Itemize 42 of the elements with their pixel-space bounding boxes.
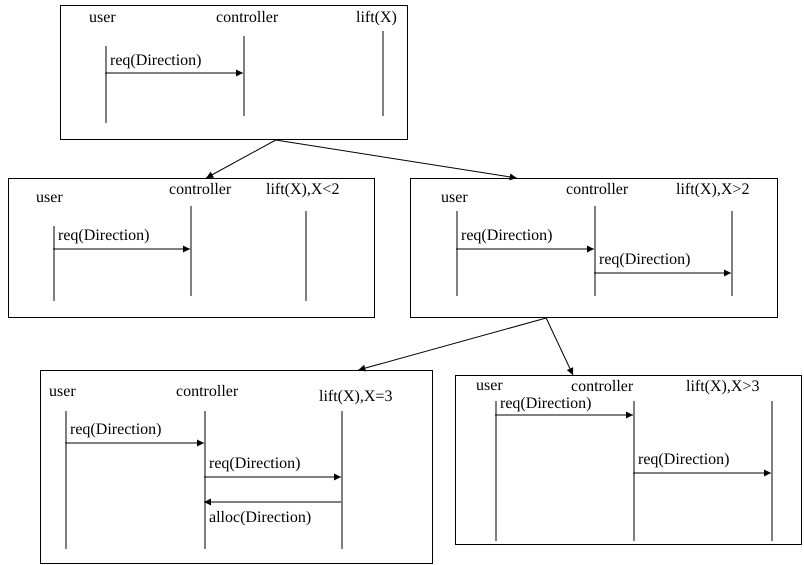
message-label: req(Direction) [460,227,554,244]
message-arrow [494,412,634,418]
message-label: req(Direction) [109,52,203,69]
lifeline-label: lift(X),X>3 [686,378,760,396]
sequence-diagram-box [410,178,778,318]
lifeline-label: lift(X),X<2 [266,181,340,199]
sequence-diagram-box [455,375,802,545]
message-arrow [204,474,342,480]
arrow [546,318,574,376]
message-label: req(Direction) [598,251,692,268]
message-arrow [632,470,772,476]
message-arrow [204,498,342,506]
arrow [358,318,547,372]
message-label: req(Direction) [69,421,163,438]
lifeline-label: user [441,189,468,207]
message-label: req(Direction) [637,451,731,468]
message-arrow [104,70,244,76]
arrow [275,140,518,180]
message-arrow [52,246,190,252]
message-arrow [594,270,732,276]
lifeline-label: user [476,377,503,395]
lifeline-label: lift(X),X>2 [676,181,750,199]
lifeline-label: user [89,9,116,27]
sequence-diagram-box [40,370,433,564]
lifeline-label: lift(X) [356,9,397,27]
lifeline-label: user [36,189,63,207]
lifeline-label: controller [216,9,278,27]
lifeline-label: lift(X),X=3 [319,388,392,406]
lifeline-label: controller [566,181,628,199]
arrow [206,140,276,178]
message-label: alloc(Direction) [208,509,312,526]
lifeline-label: user [49,383,76,401]
sequence-diagram-box [8,178,375,318]
message-label: req(Direction) [57,227,151,244]
message-arrow [64,440,204,446]
message-arrow [456,246,594,252]
message-label: req(Direction) [499,395,593,412]
lifeline-label: controller [571,378,634,396]
lifeline-label: controller [176,383,238,401]
message-label: req(Direction) [208,455,302,472]
sequence-diagram-box [60,5,408,140]
lifeline-label: controller [169,181,232,199]
